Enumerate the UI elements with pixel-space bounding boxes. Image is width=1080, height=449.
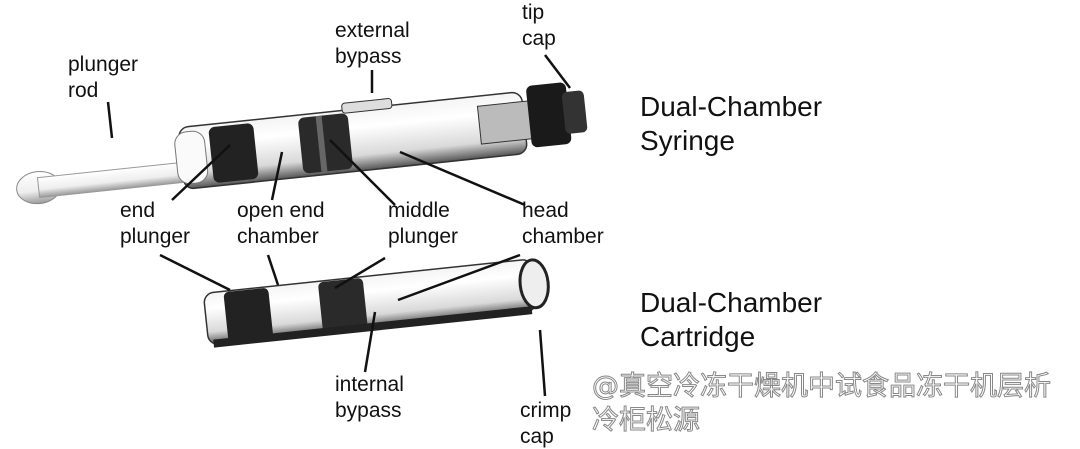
- watermark: @真空冷冻干燥机中试食品冻干机层析冷柜松源: [592, 371, 1052, 437]
- cartridge-title-line1: Dual-Chamber: [640, 287, 823, 318]
- leader-lines: [106, 54, 571, 397]
- label-middle-plunger: middle plunger: [388, 199, 459, 248]
- syringe-illustration: [16, 82, 588, 205]
- cartridge-title-line2: Cartridge: [640, 321, 756, 352]
- syringe-title-line1: Dual-Chamber: [640, 91, 823, 122]
- label-head-chamber: head chamber: [522, 199, 604, 248]
- syringe-title-line2: Syringe: [640, 125, 735, 156]
- label-end-plunger: end plunger: [120, 199, 191, 248]
- label-plunger-rod: plunger rod: [68, 53, 139, 102]
- label-internal-bypass: internal bypass: [335, 373, 404, 422]
- label-crimp-cap: crimp cap: [520, 399, 572, 448]
- label-open-end-chamber: open end chamber: [237, 199, 325, 248]
- cartridge-illustration: [203, 258, 550, 348]
- label-tip-cap: tip cap: [522, 1, 556, 50]
- label-external-bypass: external bypass: [335, 19, 410, 68]
